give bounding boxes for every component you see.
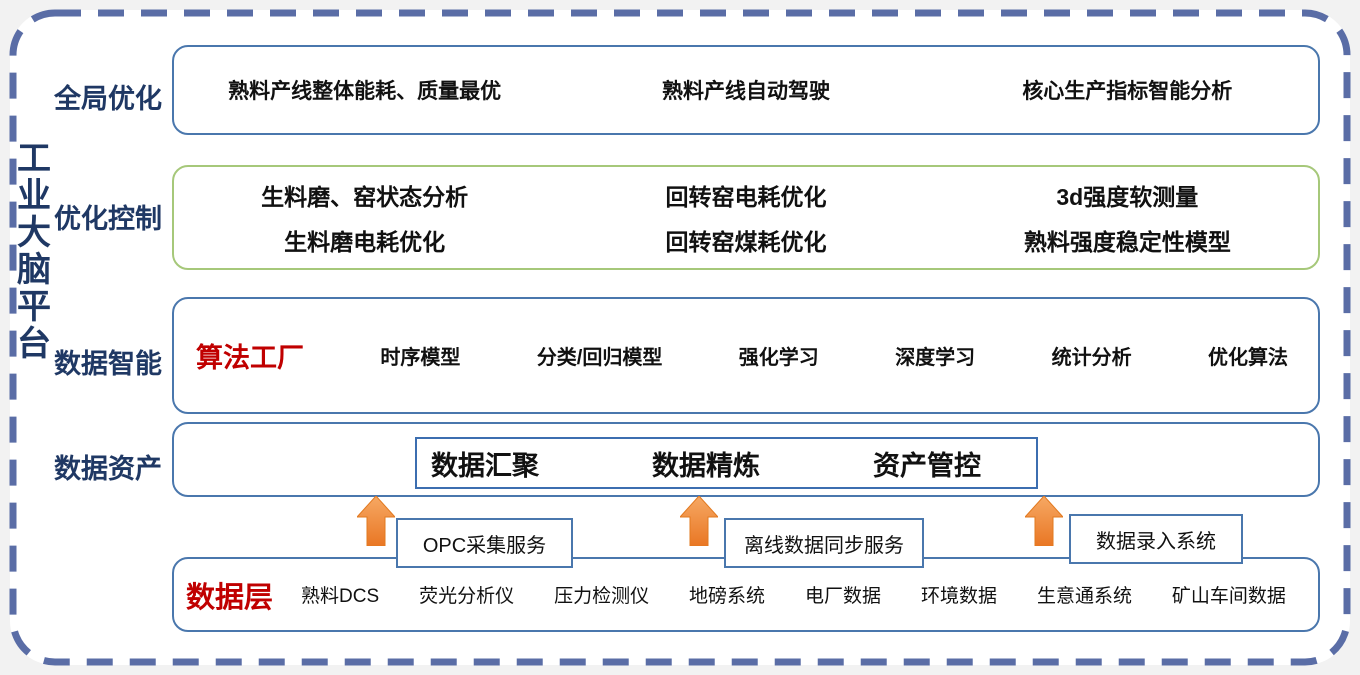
- algorithm-item: 分类/回归模型: [536, 347, 663, 369]
- data-layer-box: 数据层 熟料DCS 荧光分析仪 压力检测仪 地磅系统 电厂数据 环境数据 生意通…: [172, 557, 1320, 632]
- opt-control-item: 生料磨、窑状态分析: [261, 184, 469, 210]
- optimization-control-box: 生料磨、窑状态分析 回转窑电耗优化 3d强度软测量 生料磨电耗优化 回转窑煤耗优…: [172, 165, 1320, 270]
- algorithm-item: 时序模型: [380, 347, 461, 369]
- platform-title: 工业大脑平台: [17, 140, 51, 363]
- up-arrow-icon: [357, 496, 395, 546]
- data-entry-system-box: 数据录入系统: [1069, 514, 1243, 564]
- data-asset-item: 数据汇聚: [431, 450, 539, 481]
- algorithm-factory-label: 算法工厂: [196, 343, 304, 373]
- layer-label-global-optimization: 全局优化: [54, 84, 162, 114]
- data-source-item: 熟料DCS: [301, 586, 380, 607]
- opt-control-item: 3d强度软测量: [1056, 184, 1199, 210]
- algorithm-item: 深度学习: [895, 347, 976, 369]
- opt-control-item: 熟料强度稳定性模型: [1023, 229, 1231, 255]
- data-source-list: 熟料DCS 荧光分析仪 压力检测仪 地磅系统 电厂数据 环境数据 生意通系统 矿…: [301, 581, 1286, 608]
- data-source-item: 电厂数据: [805, 586, 882, 607]
- data-layer-label: 数据层: [186, 581, 274, 614]
- global-opt-item: 核心生产指标智能分析: [1022, 80, 1233, 103]
- data-source-item: 生意通系统: [1036, 586, 1132, 607]
- data-asset-item: 数据精炼: [652, 450, 760, 481]
- opt-control-item: 回转窑煤耗优化: [665, 229, 827, 255]
- global-opt-item: 熟料产线自动驾驶: [661, 80, 830, 103]
- global-optimization-box: 熟料产线整体能耗、质量最优 熟料产线自动驾驶 核心生产指标智能分析: [172, 45, 1320, 135]
- data-asset-inner-box: 数据汇聚 数据精炼 资产管控: [415, 437, 1038, 489]
- data-source-item: 地磅系统: [689, 586, 766, 607]
- layer-label-optimization-control: 优化控制: [54, 204, 162, 234]
- opc-collection-service-box: OPC采集服务: [396, 518, 573, 568]
- algorithm-item: 优化算法: [1208, 347, 1288, 369]
- data-source-item: 环境数据: [920, 586, 997, 607]
- algorithm-item: 统计分析: [1051, 347, 1132, 369]
- data-asset-box: 数据汇聚 数据精炼 资产管控: [172, 422, 1320, 497]
- opt-control-item: 生料磨电耗优化: [284, 229, 446, 255]
- offline-data-sync-service-box: 离线数据同步服务: [724, 518, 924, 568]
- up-arrow-icon: [1025, 496, 1063, 546]
- data-source-item: 矿山车间数据: [1171, 586, 1286, 607]
- layer-label-data-asset: 数据资产: [54, 454, 162, 484]
- data-source-item: 荧光分析仪: [419, 586, 515, 607]
- layer-label-data-intelligence: 数据智能: [54, 349, 162, 379]
- data-source-item: 压力检测仪: [554, 586, 650, 607]
- opt-control-row: 生料磨、窑状态分析 回转窑电耗优化 3d强度软测量: [174, 178, 1318, 212]
- data-intelligence-box: 算法工厂 时序模型 分类/回归模型 强化学习 深度学习 统计分析 优化算法: [172, 297, 1320, 414]
- up-arrow-icon: [680, 496, 718, 546]
- data-asset-item: 资产管控: [873, 450, 981, 481]
- global-opt-item: 熟料产线整体能耗、质量最优: [228, 80, 502, 103]
- algorithm-item: 强化学习: [738, 347, 819, 369]
- opt-control-item: 回转窑电耗优化: [665, 184, 827, 210]
- opt-control-row: 生料磨电耗优化 回转窑煤耗优化 熟料强度稳定性模型: [174, 223, 1318, 257]
